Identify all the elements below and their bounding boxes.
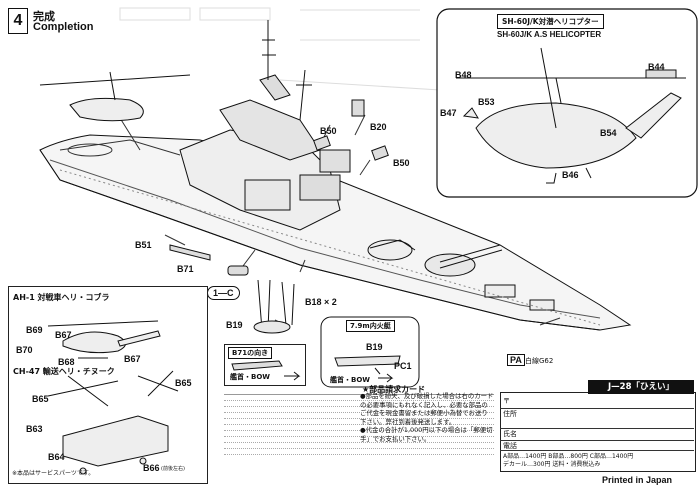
launch-label-b19: B19 (366, 342, 383, 352)
field-phone: 電話 (500, 440, 694, 451)
parts-order-fields: 〒 住所 氏名 電話 A部品…1400円 B部品…800円 C部品…1400円 … (500, 392, 694, 470)
heli-title-en: SH-60J/K A.S HELICOPTER (497, 30, 602, 39)
label-b68: B68 (58, 357, 75, 367)
field-name: 氏名 (500, 428, 694, 439)
parts-order-desc2: ●代金の合計が1,000円以下の場合は「郵便切手」でお支払い下さい。 (360, 426, 493, 443)
b71-bow: 艦首・BOW (230, 373, 271, 381)
label-b51: B51 (135, 240, 152, 250)
ah1-title: AH-1 対戦車ヘリ・コブラ (13, 293, 110, 302)
parts-order-desc1: ●部品を紛失、及び破損した場合は右のカードの必要事項にもれなく記入し、必要な部品… (360, 392, 494, 426)
launch-box-frame (320, 316, 420, 388)
heli-label-b44: B44 (648, 62, 665, 72)
helicopter-callout-frame (436, 8, 698, 198)
label-b20: B20 (370, 122, 387, 132)
label-b71: B71 (177, 264, 194, 274)
decal-line: デカール…300円 送料・消費税込み (503, 461, 601, 468)
label-b66-note: (前後左右) (161, 466, 185, 472)
service-parts-note: ※本品はサービスパーツです。 (12, 470, 95, 477)
multilingual-notice (224, 392, 494, 470)
price-line: A部品…1400円 B部品…800円 C部品…1400円 (500, 450, 694, 460)
label-pa-text: 白線G62 (525, 357, 554, 365)
parts-order-description: ●部品を紛失、及び破損した場合は右のカードの必要事項にもれなく記入し、必要な部品… (360, 392, 494, 470)
b71-orientation-title: B71の向き (228, 347, 273, 359)
b71-orientation-drawing (231, 360, 301, 381)
heli-label-b48: B48 (455, 70, 472, 80)
step-title-jp: 完成 (33, 10, 55, 23)
label-b50-right: B50 (393, 158, 410, 168)
launch-label-pc1: PC1 (394, 361, 412, 371)
field-address: 住所 (500, 408, 694, 419)
launch-title: 7.9m内火艇 (346, 320, 395, 332)
step-number: 4 (8, 8, 28, 34)
label-b70: B70 (16, 345, 33, 355)
label-b50-top: B50 (320, 126, 337, 136)
parts-order-title: ★部品請求カード (362, 385, 426, 394)
heli-label-b53: B53 (478, 97, 495, 107)
label-pa: PA (507, 354, 525, 366)
heli-label-b47: B47 (440, 108, 457, 118)
label-b65-right: B65 (175, 378, 192, 388)
label-b67-b: B67 (124, 354, 141, 364)
label-b63: B63 (26, 424, 43, 434)
label-b18x2: B18 × 2 (305, 297, 337, 307)
label-b19: B19 (226, 320, 243, 330)
heli-label-b46: B46 (562, 170, 579, 180)
label-b65-left: B65 (32, 394, 49, 404)
launch-bow: 艦首・BOW (330, 376, 371, 384)
label-1c: 1—C (207, 286, 240, 300)
label-b64: B64 (48, 452, 65, 462)
label-b67-a: B67 (55, 330, 72, 340)
step-title-en: Completion (33, 21, 94, 33)
label-b66: B66 (143, 463, 160, 473)
service-helicopters-drawing (47, 320, 179, 475)
printed-in-japan: Printed in Japan (602, 475, 673, 485)
parts-order-code: J—28「ひえい」 (588, 380, 694, 394)
heli-title-jp: SH-60J/K対潜ヘリコプター (497, 14, 604, 29)
field-postal: 〒 (503, 397, 510, 405)
ch47-title: CH-47 輸送ヘリ・チヌーク (13, 367, 115, 376)
label-b69: B69 (26, 325, 43, 335)
parts-order-card (500, 392, 696, 472)
heli-label-b54: B54 (600, 128, 617, 138)
